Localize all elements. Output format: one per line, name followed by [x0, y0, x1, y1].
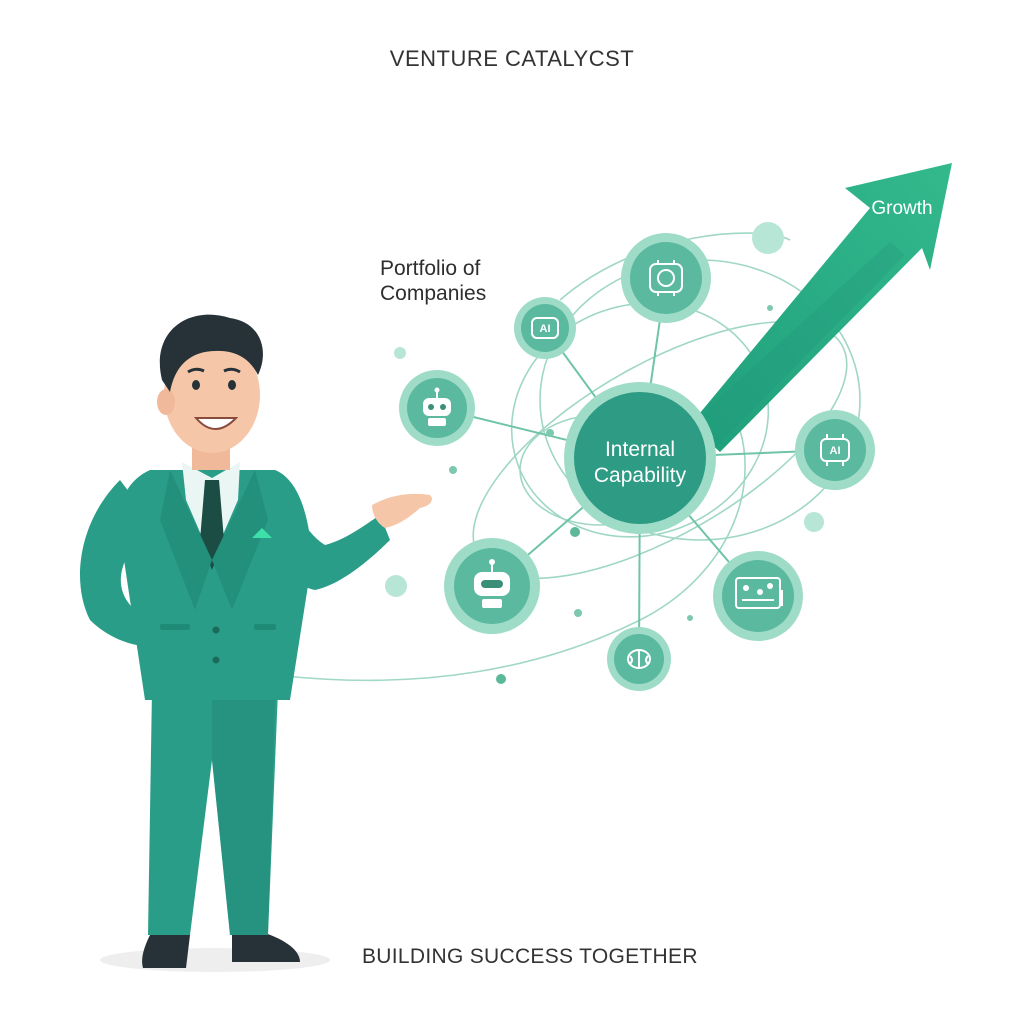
- ai-chip-icon: AI: [531, 317, 559, 339]
- node-dashboard: [713, 551, 803, 641]
- growth-label: Growth: [871, 198, 932, 219]
- decor-dots: [385, 222, 824, 684]
- growth-arrow: [690, 163, 952, 452]
- head: [164, 337, 260, 453]
- robot-icon: [423, 387, 451, 426]
- robot-icon: [474, 559, 510, 608]
- right-hand: [372, 493, 432, 528]
- tagline: BUILDING SUCCESS TOGETHER: [362, 945, 698, 968]
- brain-chip-icon: [649, 260, 683, 296]
- right-shoe: [232, 933, 300, 962]
- svg-text:AI: AI: [540, 323, 551, 335]
- ai-chip-icon: AI: [820, 434, 850, 466]
- businessman: [80, 314, 432, 968]
- hub-label-line1: Internal: [605, 438, 675, 461]
- node-brain-chip: [621, 233, 711, 323]
- node-brain-bottom: [607, 627, 671, 691]
- portfolio-label: Portfolio of Companies: [380, 257, 487, 305]
- svg-text:AI: AI: [830, 445, 841, 457]
- dashboard-icon: [735, 577, 783, 609]
- left-shoe: [142, 935, 190, 968]
- hub-label-line2: Capability: [594, 464, 687, 487]
- node-robot-bottom: [444, 538, 540, 634]
- page-title: VENTURE CATALYCST: [389, 46, 635, 71]
- right-arm: [262, 480, 390, 590]
- node-robot-left: [399, 370, 475, 446]
- node-ai-top: AI: [514, 297, 576, 359]
- hub-internal-capability: Internal Capability: [564, 382, 716, 534]
- brain-icon: [627, 649, 651, 669]
- node-ai-right: AI: [795, 410, 875, 490]
- hair: [159, 314, 263, 392]
- pocket-square: [252, 528, 272, 538]
